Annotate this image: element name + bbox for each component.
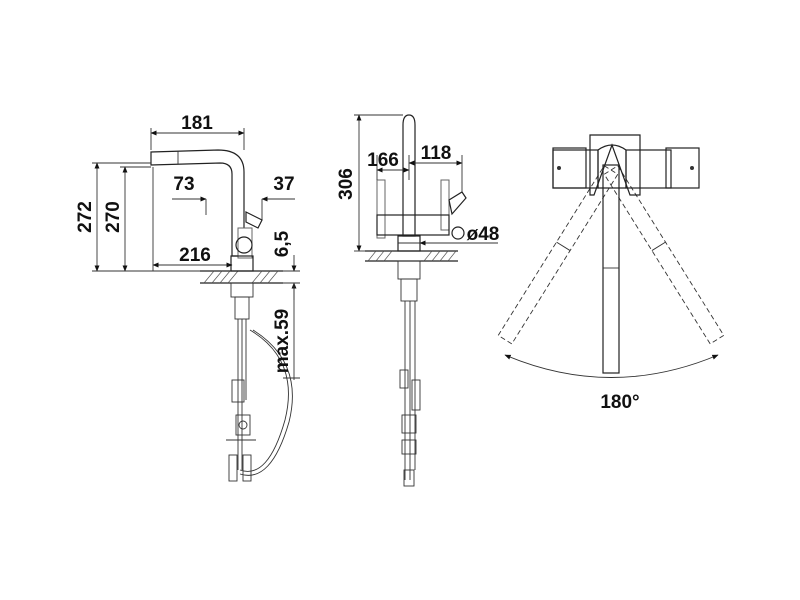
dimension-lines-front bbox=[354, 114, 498, 252]
swivel-spout-left bbox=[497, 165, 619, 345]
countertop-front bbox=[365, 250, 458, 262]
faucet-body-side bbox=[150, 149, 263, 320]
side-view: 181 73 37 272 270 216 6,5 max.59 bbox=[75, 113, 300, 482]
dim-6-5-label: 6,5 bbox=[272, 230, 293, 257]
dim-306-label: 306 bbox=[336, 168, 357, 200]
top-view: 180° bbox=[497, 134, 725, 413]
dim-166-label: 166 bbox=[367, 150, 399, 171]
rotation-arc bbox=[504, 354, 719, 378]
angle-180-label: 180° bbox=[600, 392, 639, 413]
swivel-spout-right bbox=[603, 165, 725, 345]
countertop-side bbox=[200, 270, 283, 284]
hoses-side bbox=[226, 319, 293, 482]
dim-216-label: 216 bbox=[179, 245, 211, 266]
dim-d48-label: ø48 bbox=[467, 224, 500, 245]
dim-118-label: 118 bbox=[421, 143, 452, 164]
faucet-body-front bbox=[376, 114, 467, 302]
swivel-spout-center bbox=[602, 164, 620, 374]
hoses-front bbox=[399, 301, 421, 487]
dim-max59-label: max.59 bbox=[272, 309, 293, 373]
dim-272-label: 272 bbox=[75, 201, 96, 233]
mixer-body-top bbox=[552, 134, 700, 196]
dim-270-label: 270 bbox=[103, 201, 124, 233]
dim-181-label: 181 bbox=[181, 113, 213, 134]
dim-37-label: 37 bbox=[273, 174, 294, 195]
front-view: 306 166 118 ø48 bbox=[336, 114, 500, 487]
dimension-lines-side bbox=[92, 128, 300, 380]
dim-73-label: 73 bbox=[173, 174, 194, 195]
